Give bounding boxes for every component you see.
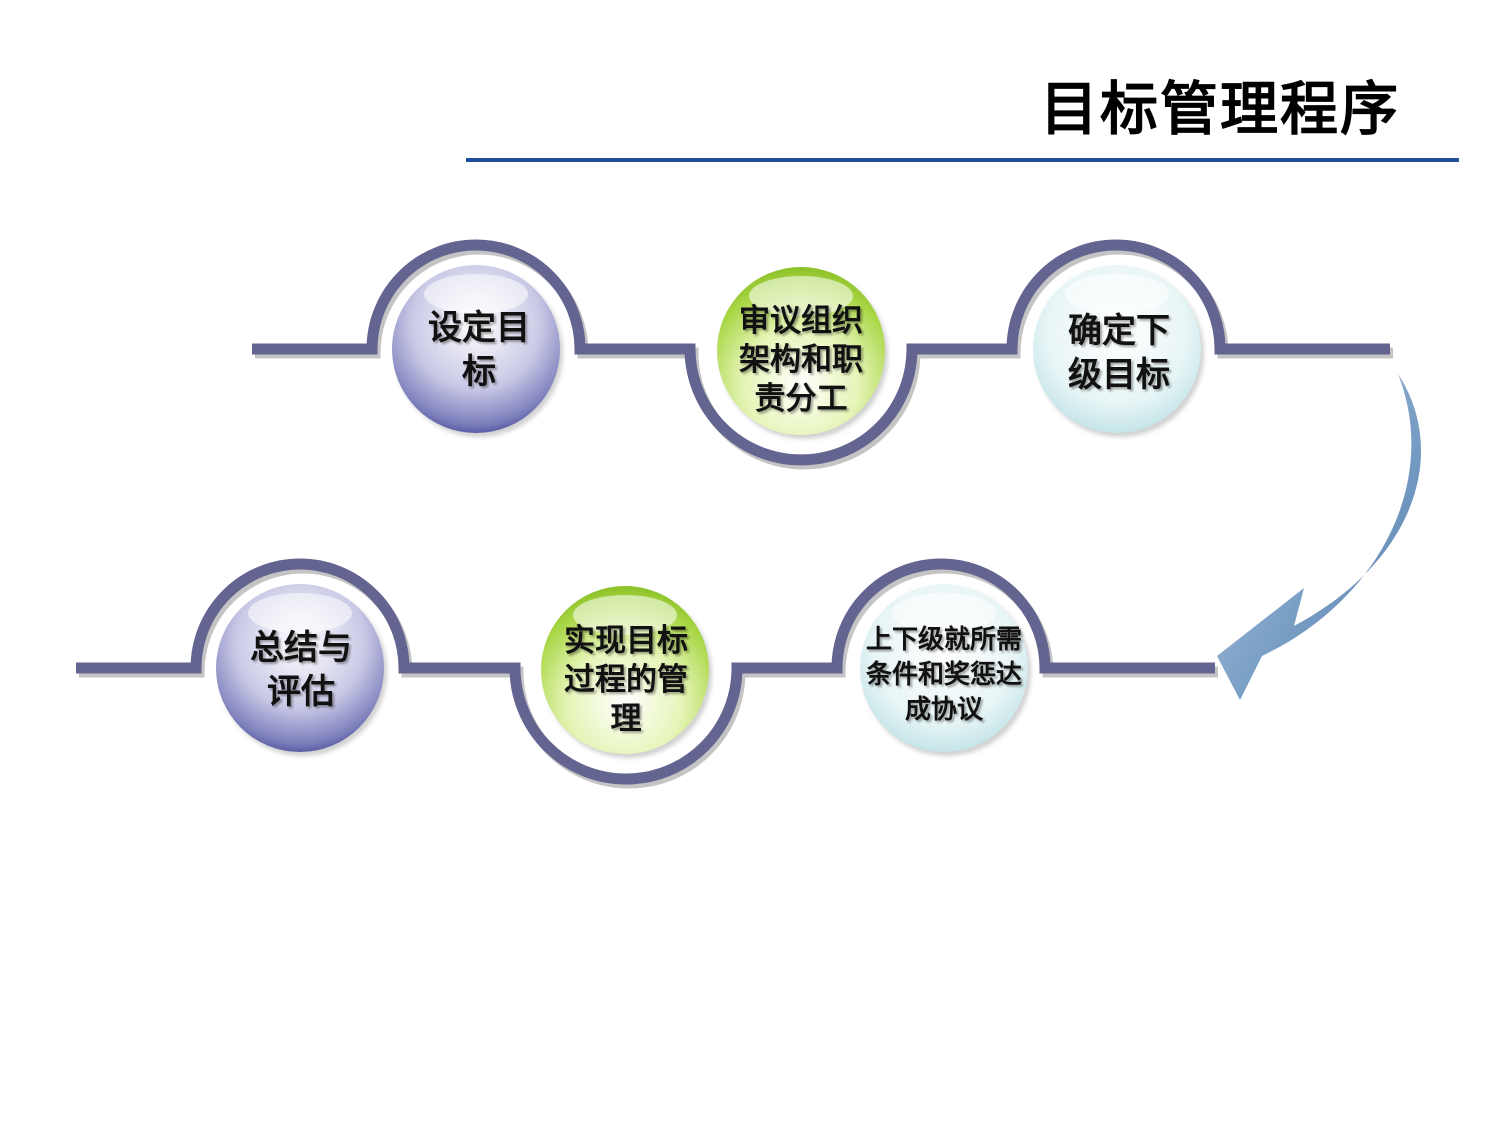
step-label-4: 上下级就所需条件和奖惩达成协议 (866, 624, 1023, 725)
step-circle-4 (860, 584, 1028, 752)
step-circle-3 (1033, 265, 1201, 433)
step-label-3: 确定下级目标 (1068, 310, 1170, 395)
step-label-2: 审议组织架构和职责分工 (739, 302, 863, 417)
step-circle-5 (541, 586, 709, 754)
title-divider (466, 158, 1459, 162)
track-bottom (76, 558, 1215, 785)
step-circle-1 (392, 265, 560, 433)
step-circle-6 (216, 584, 384, 752)
curved-arrow-icon (1217, 374, 1422, 700)
track-top (252, 239, 1390, 466)
step-label-1: 设定目标 (428, 308, 530, 392)
step-circle-2 (717, 267, 885, 435)
step-label-5: 实现目标过程的管理 (564, 622, 688, 737)
slide-title: 目标管理程序 (1039, 75, 1400, 143)
step-label-6: 总结与评估 (250, 627, 352, 712)
